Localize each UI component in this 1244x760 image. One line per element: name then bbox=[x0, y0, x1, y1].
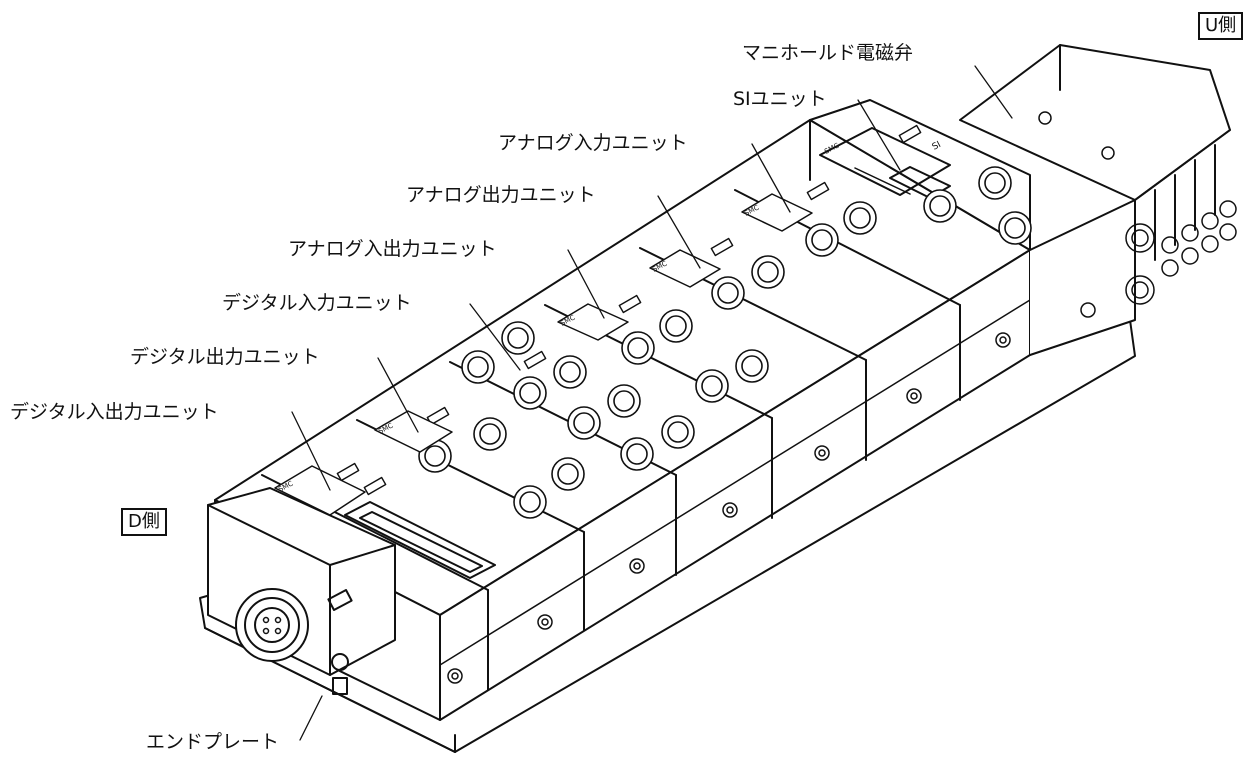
callout-analog-io-unit: アナログ入出力ユニット bbox=[288, 238, 497, 260]
end-plate-connector bbox=[235, 588, 309, 662]
analog-input-label-panel bbox=[741, 193, 813, 232]
si-display bbox=[889, 166, 951, 199]
callout-analog-input-unit: アナログ入力ユニット bbox=[498, 132, 688, 154]
d-side-tag: D側 bbox=[121, 508, 167, 536]
callout-analog-output-unit: アナログ出力ユニット bbox=[406, 184, 596, 206]
callout-manifold-valve: マニホールド電磁弁 bbox=[742, 42, 914, 64]
analog-io-label-panel bbox=[557, 303, 629, 341]
callout-digital-input-unit: デジタル入力ユニット bbox=[222, 292, 412, 314]
leader-analog-io bbox=[567, 249, 605, 319]
dsub-connector bbox=[344, 501, 496, 579]
leader-end-plate bbox=[299, 695, 323, 741]
u-side-tag: U側 bbox=[1198, 12, 1244, 40]
leader-analog-output bbox=[657, 195, 701, 269]
manifold-valve-stack bbox=[959, 44, 1231, 201]
leader-si-unit bbox=[857, 99, 901, 171]
leader-digital-io bbox=[291, 411, 331, 491]
callout-digital-output-unit: デジタル出力ユニット bbox=[130, 346, 320, 368]
digital-io-label-panel bbox=[274, 465, 366, 516]
leader-analog-input bbox=[751, 143, 791, 213]
digital-output-label-panel bbox=[374, 410, 453, 453]
leader-digital-input bbox=[469, 303, 521, 371]
callout-end-plate: エンドプレート bbox=[146, 731, 280, 753]
callout-digital-io-unit: デジタル入出力ユニット bbox=[10, 401, 219, 423]
analog-output-label-panel bbox=[649, 249, 721, 288]
leader-manifold-valve bbox=[974, 65, 1013, 119]
callout-si-unit: SIユニット bbox=[733, 88, 827, 110]
si-label-text: SI bbox=[931, 140, 943, 153]
leader-digital-output bbox=[377, 357, 419, 433]
